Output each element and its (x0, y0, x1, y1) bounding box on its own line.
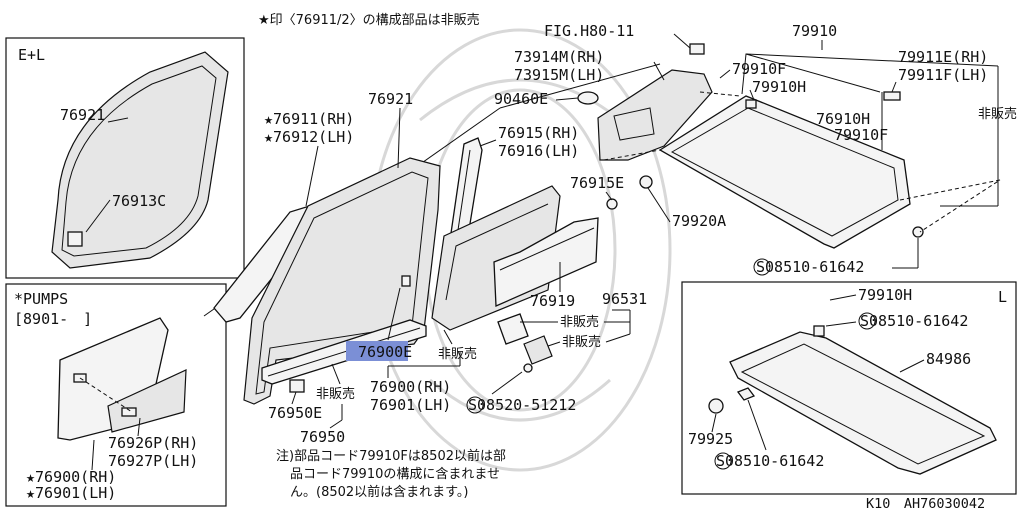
label-not-for-sale-2: 非販売 (562, 334, 601, 350)
rear-door-trim-part (431, 185, 561, 331)
inset-e-l: E+L 76921 76913C (5, 37, 245, 279)
label-76911: ★76911(RH) (264, 110, 354, 128)
label-76916: 76916(LH) (498, 142, 579, 160)
label-79911f: 79911F(LH) (898, 66, 988, 84)
inset-label-08510-b: S08510-61642 (716, 452, 824, 470)
label-fig-ref: FIG.H80-11 (544, 22, 634, 40)
label-79910: 79910 (792, 22, 837, 40)
label-76921: 76921 (368, 90, 413, 108)
label-76915: 76915(RH) (498, 124, 579, 142)
cap-part (577, 91, 599, 105)
inset-pumps-title: *PUMPS (14, 290, 68, 308)
label-not-for-sale-3: 非販売 (438, 346, 477, 362)
label-79910h-a: 79910H (752, 78, 806, 96)
inset-label-76901: ★76901(LH) (26, 484, 116, 502)
inset-pumps: *PUMPS [8901- ] 76926P(RH) 76927P(LH) ★7… (5, 283, 227, 507)
inset-label-76921: 76921 (60, 106, 105, 124)
label-76900: 76900(RH) (370, 378, 451, 396)
inset-label-84986: 84986 (926, 350, 971, 368)
quarter-trim-part (493, 217, 599, 307)
label-76901: 76901(LH) (370, 396, 451, 414)
inset-l: L 79910H S08510-61642 84986 79925 S08510… (681, 281, 1017, 495)
footnote-line-1: 注)部品コード79910Fは8502以前は部 (276, 448, 506, 464)
label-79911e: 79911E(RH) (898, 48, 988, 66)
drawing-id: K10 AH76030042 (866, 496, 985, 510)
footnote-line-2: 品コード79910の構成に含まれませ (290, 466, 500, 482)
label-73915m: 73915M(LH) (514, 66, 604, 84)
label-79920a: 79920A (672, 212, 726, 230)
inset-label-08510-a: S08510-61642 (860, 312, 968, 330)
weatherstrip-part (51, 51, 229, 269)
label-76910h: 76910H (816, 110, 870, 128)
cargo-cover-part (658, 95, 911, 249)
watermark-emblem (368, 28, 672, 472)
handle-part (523, 335, 553, 365)
label-90460e: 90460E (494, 90, 548, 108)
label-76950e: 76950E (268, 404, 322, 422)
header-note: ★印〈76911/2〉の構成部品は非販売 (258, 12, 480, 28)
inset-label-79910h: 79910H (858, 286, 912, 304)
label-76900e: 76900E (358, 343, 412, 361)
handle-cup-part (497, 313, 529, 345)
label-79910f-a: 79910F (732, 60, 786, 78)
label-96531: 96531 (602, 290, 647, 308)
clip-part (67, 231, 83, 247)
footnote-line-3: ん。(8502以前は含まれます。) (290, 484, 468, 500)
highlight-76900e (346, 341, 408, 361)
inset-label-76900: ★76900(RH) (26, 468, 116, 486)
inset-label-76927p: 76927P(LH) (108, 452, 198, 470)
label-not-for-sale-4: 非販売 (316, 386, 355, 402)
label-08520: S08520-51212 (468, 396, 576, 414)
label-76950: 76950 (300, 428, 345, 446)
inset-label-79925: 79925 (688, 430, 733, 448)
label-79910f-b: 79910F (834, 126, 888, 144)
label-76912: ★76912(LH) (264, 128, 354, 146)
label-76919: 76919 (530, 292, 575, 310)
label-76915e: 76915E (570, 174, 624, 192)
tonneau-cover-part (729, 331, 997, 475)
label-73914m: 73914M(RH) (514, 48, 604, 66)
inset-e-l-title: E+L (18, 46, 45, 64)
label-not-for-sale-1: 非販売 (560, 314, 599, 330)
inset-pumps-range: [8901- ] (14, 310, 92, 328)
inset-label-76926p: 76926P(RH) (108, 434, 198, 452)
inset-l-title: L (998, 288, 1007, 306)
inset-label-76913c: 76913C (112, 192, 166, 210)
label-08510-main: S08510-61642 (756, 258, 864, 276)
